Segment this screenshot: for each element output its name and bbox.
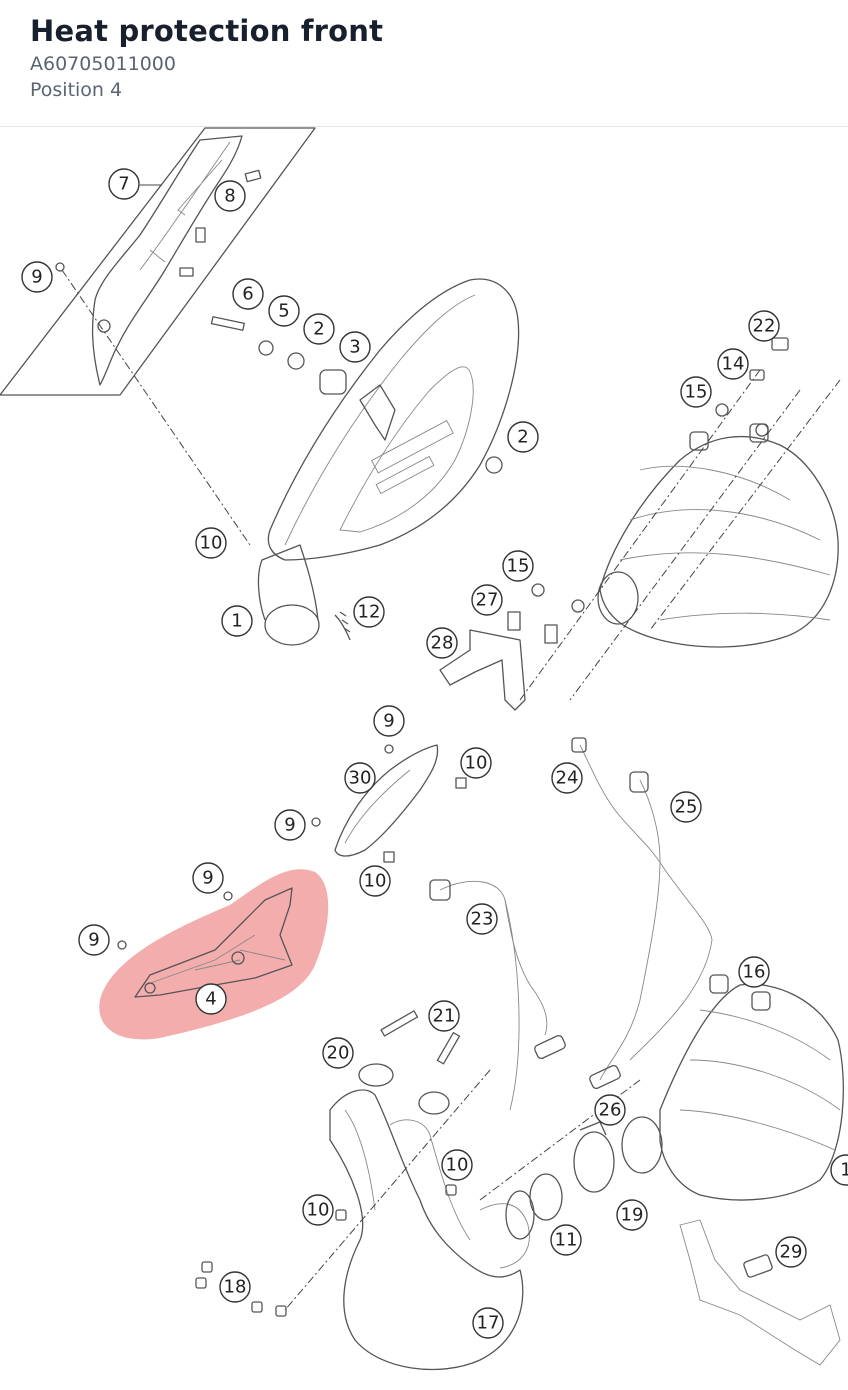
callout-20[interactable]: 20 — [322, 1037, 354, 1069]
svg-text:10: 10 — [200, 533, 223, 554]
svg-text:4: 4 — [205, 989, 216, 1010]
svg-text:10: 10 — [446, 1155, 469, 1176]
svg-text:20: 20 — [327, 1043, 350, 1064]
svg-text:10: 10 — [307, 1200, 330, 1221]
callout-15[interactable]: 15 — [680, 376, 712, 408]
svg-text:23: 23 — [471, 909, 494, 930]
svg-text:24: 24 — [556, 768, 579, 789]
callout-23[interactable]: 23 — [466, 903, 498, 935]
callout-27[interactable]: 27 — [471, 584, 503, 616]
part-number: A60705011000 — [30, 53, 176, 75]
exploded-parts-diagram[interactable]: 7 8 9 6 5 2 3 22 14 15 2 10 15 27 12 1 2… — [0, 127, 848, 1390]
callout-16[interactable]: 16 — [738, 956, 770, 988]
svg-text:28: 28 — [431, 633, 454, 654]
svg-text:7: 7 — [118, 174, 129, 195]
exhaust-header[interactable] — [329, 1089, 524, 1371]
callout-10[interactable]: 10 — [195, 527, 227, 559]
callout-9c[interactable]: 9 — [274, 809, 306, 841]
svg-text:3: 3 — [349, 337, 360, 358]
callout-4-selected[interactable]: 4 — [195, 983, 227, 1015]
svg-text:27: 27 — [476, 590, 499, 611]
svg-text:22: 22 — [753, 316, 776, 337]
callout-2[interactable]: 2 — [303, 313, 335, 345]
callout-24[interactable]: 24 — [551, 762, 583, 794]
svg-text:2: 2 — [517, 427, 528, 448]
svg-text:1: 1 — [231, 611, 242, 632]
svg-text:1: 1 — [840, 1160, 848, 1181]
callout-8[interactable]: 8 — [214, 180, 246, 212]
callout-2b[interactable]: 2 — [507, 421, 539, 453]
svg-text:21: 21 — [433, 1006, 456, 1027]
svg-text:15: 15 — [507, 556, 530, 577]
svg-text:17: 17 — [477, 1313, 500, 1334]
callout-6[interactable]: 6 — [232, 278, 264, 310]
heat-shield-box — [0, 127, 316, 396]
callout-19[interactable]: 19 — [616, 1199, 648, 1231]
position-label: Position 4 — [30, 79, 123, 101]
lower-catalyst[interactable] — [659, 983, 844, 1201]
callout-28[interactable]: 28 — [426, 627, 458, 659]
callout-9e[interactable]: 9 — [78, 924, 110, 956]
callout-10d[interactable]: 10 — [441, 1149, 473, 1181]
callout-3[interactable]: 3 — [339, 331, 371, 363]
callout-11[interactable]: 11 — [550, 1224, 582, 1256]
callout-9d[interactable]: 9 — [192, 862, 224, 894]
muffler-bracket[interactable] — [439, 629, 526, 711]
svg-text:9: 9 — [202, 868, 213, 889]
page-title: Heat protection front — [30, 14, 384, 48]
svg-text:9: 9 — [383, 711, 394, 732]
callout-9b[interactable]: 9 — [373, 705, 405, 737]
callout-22[interactable]: 22 — [748, 310, 780, 342]
svg-text:8: 8 — [224, 186, 235, 207]
callout-1[interactable]: 1 — [221, 605, 253, 637]
svg-text:5: 5 — [278, 301, 289, 322]
svg-text:10: 10 — [364, 871, 387, 892]
svg-text:19: 19 — [621, 1205, 644, 1226]
callout-1b[interactable]: 1 — [830, 1154, 848, 1186]
svg-text:15: 15 — [685, 382, 708, 403]
callout-14[interactable]: 14 — [717, 348, 749, 380]
callout-10e[interactable]: 10 — [302, 1194, 334, 1226]
callout-30[interactable]: 30 — [344, 762, 376, 794]
callout-25[interactable]: 25 — [670, 791, 702, 823]
selected-part-highlight[interactable] — [99, 869, 329, 1040]
upper-catalyst[interactable] — [599, 435, 839, 648]
callout-26[interactable]: 26 — [594, 1094, 626, 1126]
callout-12[interactable]: 12 — [353, 596, 385, 628]
svg-text:12: 12 — [358, 602, 381, 623]
callout-18[interactable]: 18 — [219, 1271, 251, 1303]
callout-15b[interactable]: 15 — [502, 550, 534, 582]
callout-9[interactable]: 9 — [21, 261, 53, 293]
svg-text:29: 29 — [780, 1242, 803, 1263]
svg-text:11: 11 — [555, 1230, 578, 1251]
svg-text:2: 2 — [313, 319, 324, 340]
callout-17[interactable]: 17 — [472, 1307, 504, 1339]
svg-text:25: 25 — [675, 797, 698, 818]
svg-text:14: 14 — [722, 354, 745, 375]
callout-21[interactable]: 21 — [428, 1000, 460, 1032]
callout-5[interactable]: 5 — [268, 295, 300, 327]
callout-10b[interactable]: 10 — [460, 747, 492, 779]
svg-text:10: 10 — [465, 753, 488, 774]
svg-text:16: 16 — [743, 962, 766, 983]
callout-29[interactable]: 29 — [775, 1236, 807, 1268]
svg-text:6: 6 — [242, 284, 253, 305]
callout-10c[interactable]: 10 — [359, 865, 391, 897]
svg-text:30: 30 — [349, 768, 372, 789]
svg-text:9: 9 — [31, 267, 42, 288]
muffler[interactable] — [267, 278, 520, 561]
page-header: Heat protection front A60705011000 Posit… — [0, 0, 848, 127]
svg-text:26: 26 — [599, 1100, 622, 1121]
muffler-heat-shield[interactable] — [91, 135, 243, 386]
callout-7[interactable]: 7 — [108, 168, 140, 200]
lambda-sensor-wire[interactable] — [439, 880, 548, 1036]
svg-text:9: 9 — [284, 815, 295, 836]
svg-text:18: 18 — [224, 1277, 247, 1298]
heat-protection-rear[interactable] — [334, 744, 439, 857]
svg-text:9: 9 — [88, 930, 99, 951]
